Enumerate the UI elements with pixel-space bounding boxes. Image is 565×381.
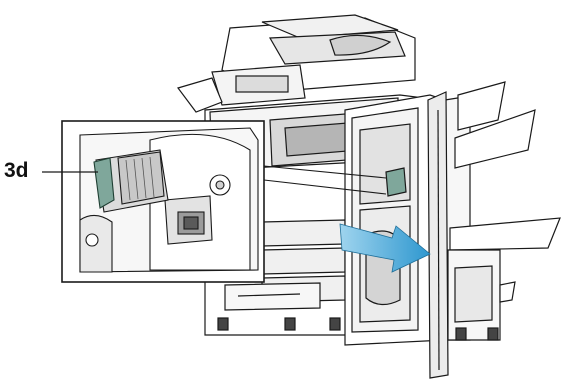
detail-inset <box>62 121 264 282</box>
callout-label-3d: 3d <box>4 160 29 181</box>
finisher-unit <box>345 82 560 378</box>
